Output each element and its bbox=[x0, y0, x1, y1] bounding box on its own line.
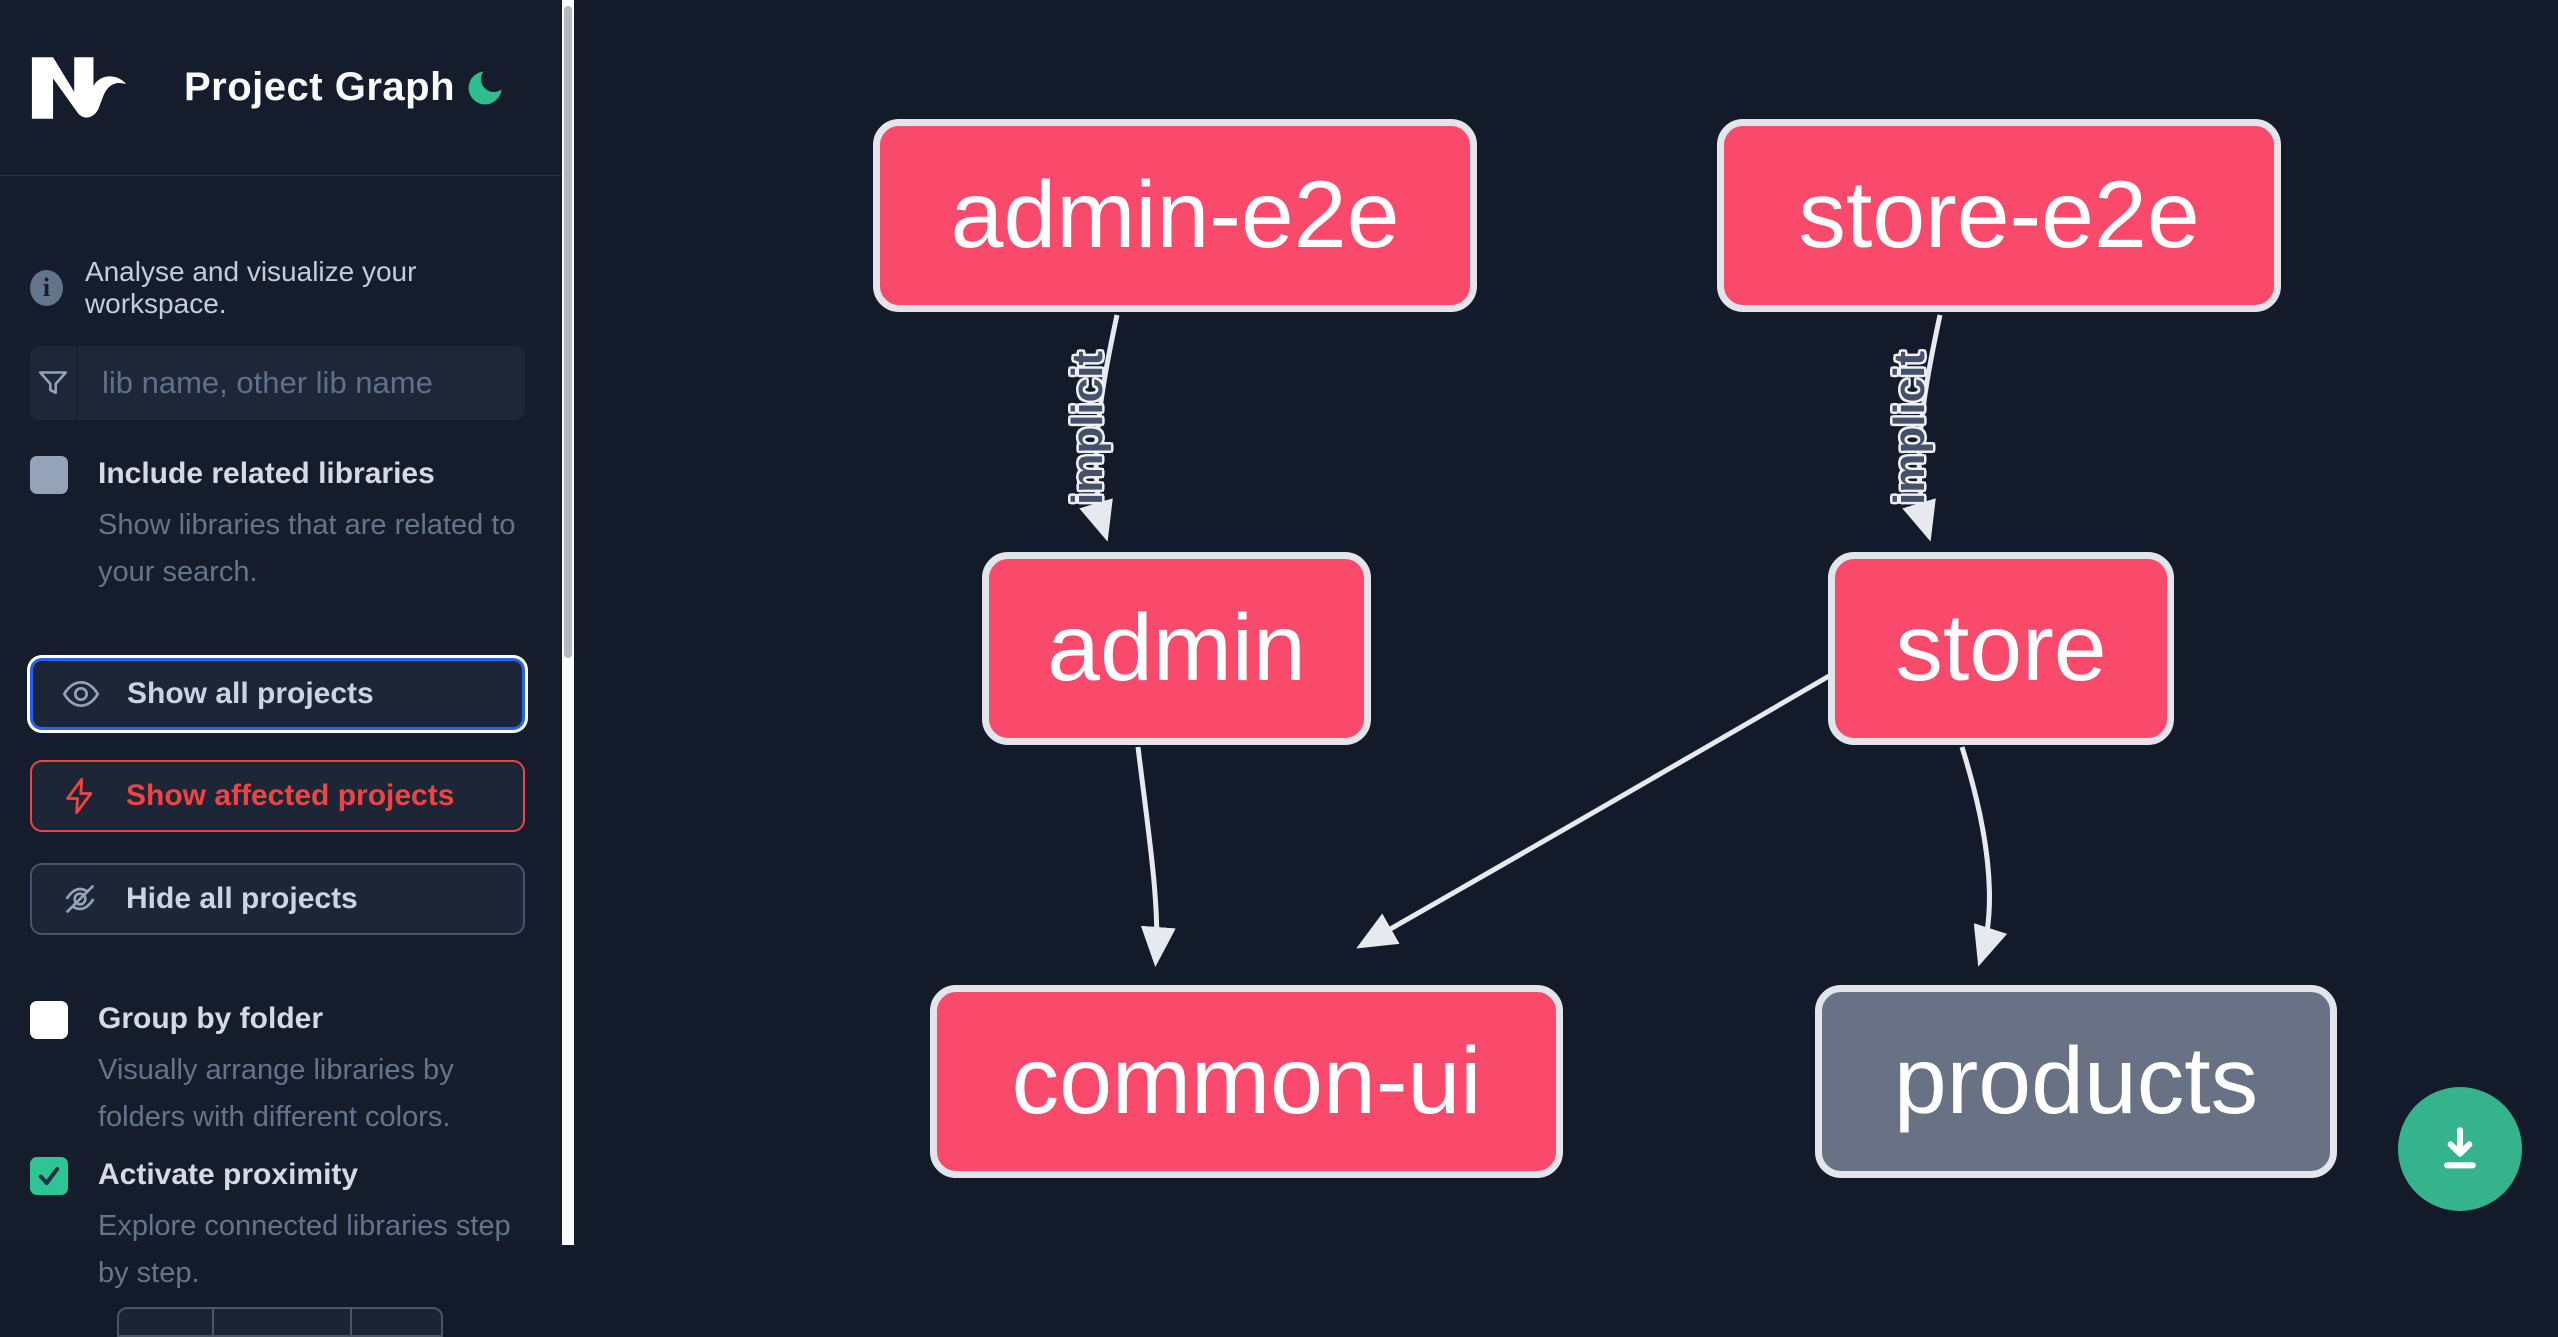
node-label: admin bbox=[1047, 595, 1306, 701]
group-by-folder-label: Group by folder bbox=[98, 1002, 323, 1035]
show-all-projects-button[interactable]: Show all projects bbox=[30, 658, 525, 730]
check-icon bbox=[38, 1167, 60, 1185]
show-affected-projects-button[interactable]: Show affected projects bbox=[30, 760, 525, 832]
stepper-segment[interactable] bbox=[350, 1309, 441, 1335]
show-all-projects-label: Show all projects bbox=[127, 677, 374, 710]
include-related-description: Show libraries that are related to your … bbox=[98, 509, 516, 588]
edge-label-implicit: implicit bbox=[1885, 350, 1934, 506]
include-related-row: Include related libraries Show libraries… bbox=[30, 454, 525, 596]
group-by-folder-row: Group by folder Visually arrange librari… bbox=[30, 999, 525, 1141]
download-graph-button[interactable] bbox=[2398, 1087, 2522, 1211]
node-admin-e2e[interactable]: admin-e2e bbox=[873, 119, 1477, 312]
stepper-segment[interactable] bbox=[212, 1309, 350, 1335]
graph-edges bbox=[1079, 314, 2008, 967]
node-label: products bbox=[1893, 1028, 2259, 1134]
node-label: store-e2e bbox=[1798, 162, 2200, 268]
node-admin[interactable]: admin bbox=[982, 552, 1371, 745]
group-by-folder-description: Visually arrange libraries by folders wi… bbox=[98, 1054, 454, 1133]
activate-proximity-checkbox[interactable] bbox=[30, 1157, 68, 1195]
node-common-ui[interactable]: common-ui bbox=[930, 985, 1563, 1178]
search-input[interactable] bbox=[78, 346, 525, 420]
nx-logo-icon bbox=[31, 56, 127, 119]
page-title: Project Graph bbox=[184, 65, 456, 109]
filter-icon bbox=[30, 346, 78, 420]
bolt-icon bbox=[66, 777, 93, 815]
search-box bbox=[30, 346, 525, 420]
eye-icon bbox=[62, 680, 100, 708]
node-label: store bbox=[1895, 595, 2107, 701]
tagline-text: Analyse and visualize your workspace. bbox=[84, 256, 417, 319]
sidebar-scrollbar-thumb[interactable] bbox=[564, 6, 572, 658]
sidebar-header: Project Graph bbox=[0, 0, 562, 176]
edge-store-products bbox=[1959, 746, 2008, 967]
node-products[interactable]: products bbox=[1815, 985, 2337, 1178]
activate-proximity-label: Activate proximity bbox=[98, 1158, 359, 1191]
eye-off-icon bbox=[65, 884, 95, 914]
moon-icon bbox=[468, 71, 502, 104]
tagline-row: i Analyse and visualize your workspace. bbox=[30, 256, 525, 320]
info-icon: i bbox=[30, 270, 63, 306]
sidebar: Project Graph i Analyse and visualize yo… bbox=[0, 0, 562, 1337]
show-affected-projects-label: Show affected projects bbox=[126, 779, 455, 812]
download-icon bbox=[2444, 1127, 2476, 1169]
node-store[interactable]: store bbox=[1828, 552, 2174, 745]
edge-label-implicit: implicit bbox=[1063, 350, 1112, 506]
hide-all-projects-label: Hide all projects bbox=[126, 882, 358, 915]
node-label: admin-e2e bbox=[950, 162, 1400, 268]
edge-store-e2e-store bbox=[1902, 314, 1943, 542]
sidebar-resizer[interactable] bbox=[562, 0, 574, 1245]
include-related-checkbox[interactable] bbox=[30, 456, 68, 494]
include-related-label: Include related libraries bbox=[98, 457, 435, 490]
node-store-e2e[interactable]: store-e2e bbox=[1717, 119, 2281, 312]
activate-proximity-row: Activate proximity Explore connected lib… bbox=[30, 1155, 525, 1297]
node-label: common-ui bbox=[1011, 1028, 1482, 1134]
dark-mode-toggle[interactable] bbox=[463, 66, 507, 110]
edge-store-common-ui bbox=[1356, 669, 1838, 949]
edge-admin-e2e-admin bbox=[1079, 314, 1120, 542]
activate-proximity-description: Explore connected libraries step by step… bbox=[98, 1210, 511, 1289]
hide-all-projects-button[interactable]: Hide all projects bbox=[30, 863, 525, 935]
project-graph-canvas[interactable]: implicit implicit admin-e2e store-e2e ad… bbox=[574, 0, 2558, 1245]
proximity-stepper[interactable] bbox=[117, 1307, 443, 1337]
stepper-segment[interactable] bbox=[119, 1309, 212, 1335]
group-by-folder-checkbox[interactable] bbox=[30, 1001, 68, 1039]
edge-admin-common-ui bbox=[1135, 746, 1176, 967]
